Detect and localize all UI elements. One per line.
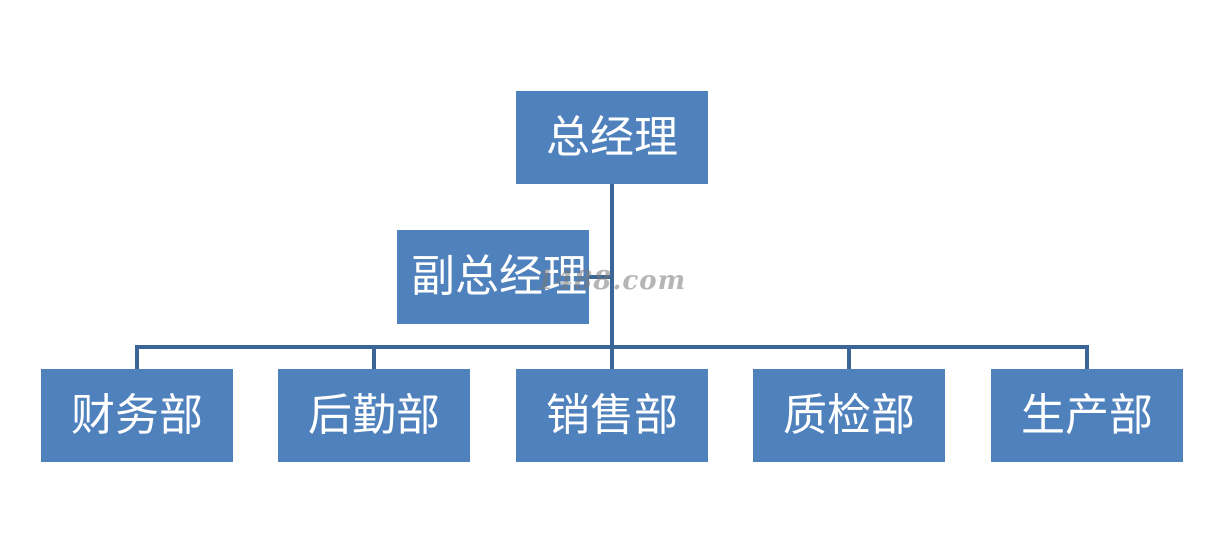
department-label: 销售部: [546, 389, 678, 441]
deputy-general-manager-node: 副总经理: [397, 230, 589, 324]
department-node-logistics: 后勤部: [278, 369, 470, 462]
department-node-quality-control: 质检部: [753, 369, 945, 462]
department-label: 后勤部: [308, 389, 440, 441]
general-manager-node: 总经理: [516, 91, 708, 184]
deputy-general-manager-label: 副总经理: [411, 251, 587, 302]
department-label: 质检部: [783, 389, 915, 441]
general-manager-label: 总经理: [546, 111, 678, 163]
department-node-production: 生产部: [991, 369, 1183, 462]
department-label: 财务部: [71, 389, 203, 441]
watermark: 1488.com: [536, 266, 687, 296]
department-label: 生产部: [1021, 389, 1153, 441]
department-node-sales: 销售部: [516, 369, 708, 462]
department-node-finance: 财务部: [41, 369, 233, 462]
